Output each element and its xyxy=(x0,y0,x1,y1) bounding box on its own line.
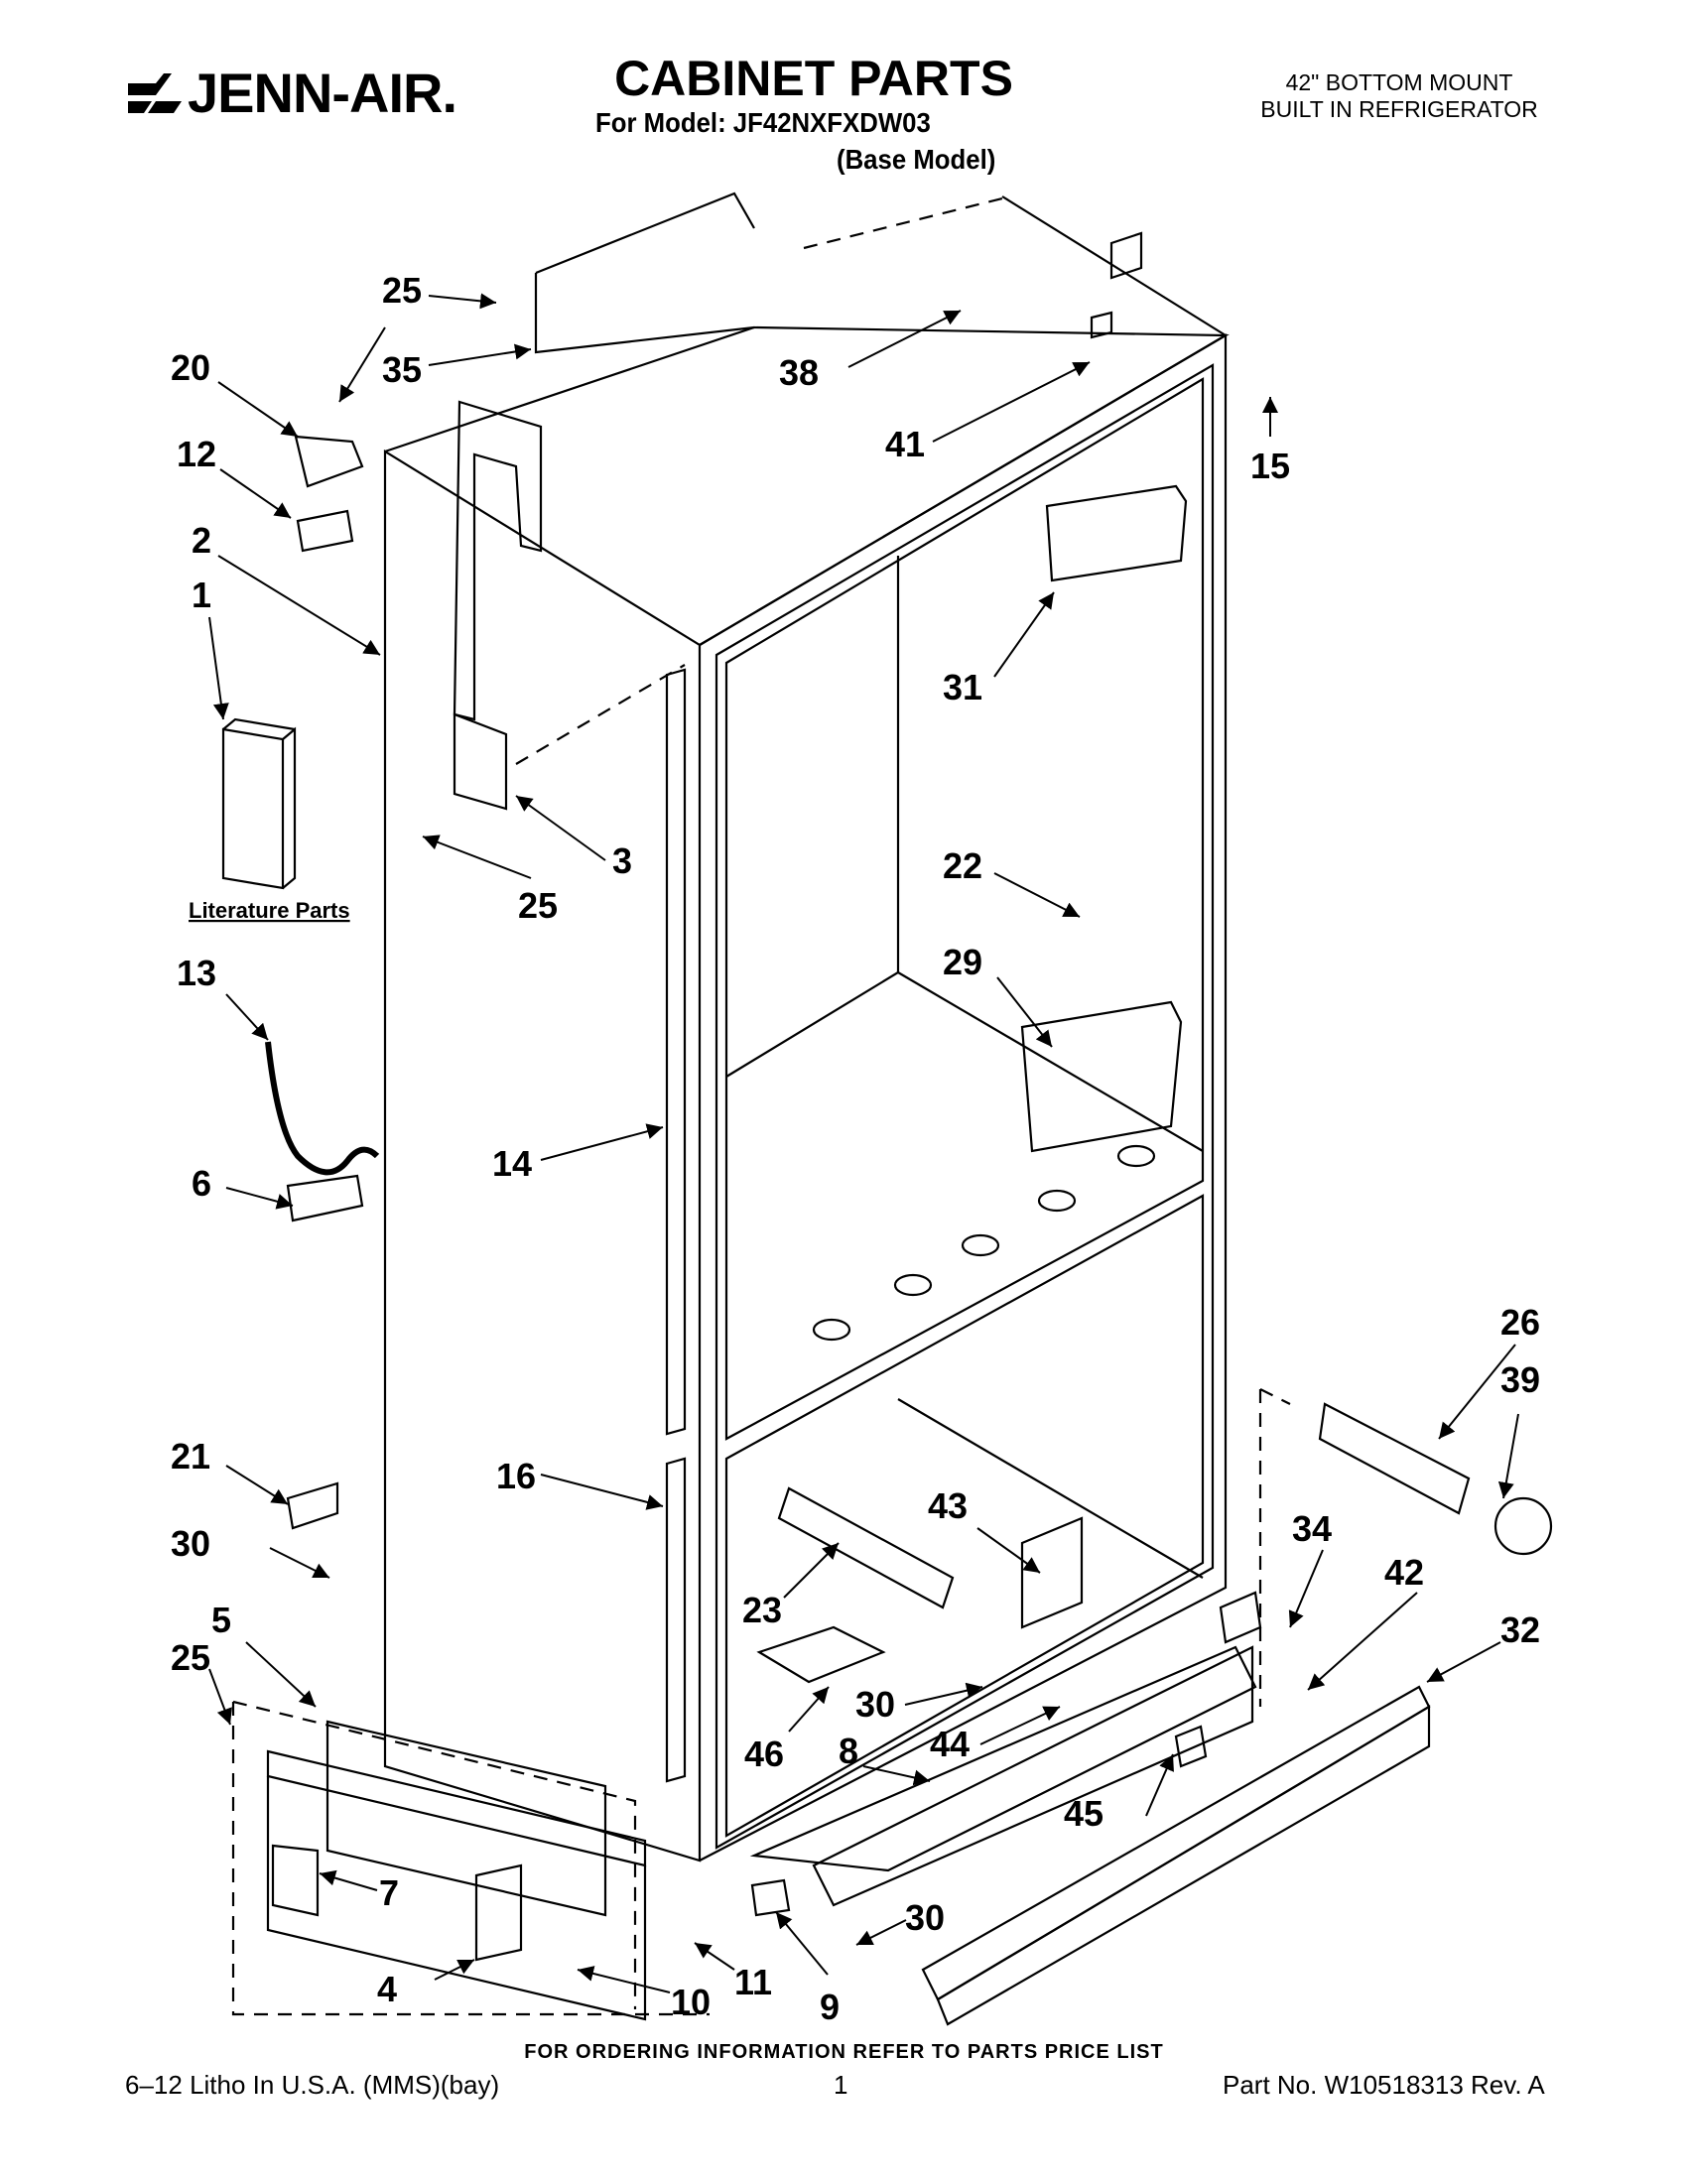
callout-31: 31 xyxy=(943,667,982,707)
callout-9: 9 xyxy=(820,1987,840,2027)
page-title: CABINET PARTS xyxy=(614,51,1013,106)
callout-5: 5 xyxy=(211,1600,231,1640)
callout-20: 20 xyxy=(171,347,210,388)
model-line: For Model: JF42NXFXDW03 xyxy=(595,107,931,138)
callout-29: 29 xyxy=(943,942,982,982)
brand-logo: JENN-AIR. xyxy=(126,58,463,127)
callout-15: 15 xyxy=(1250,446,1290,486)
footer-part-number: Part No. W10518313 Rev. A xyxy=(1223,2070,1545,2100)
description-line-2: BUILT IN REFRIGERATOR xyxy=(1260,96,1538,122)
callout-1: 1 xyxy=(192,575,211,615)
callout-25-mid: 25 xyxy=(518,885,558,926)
callout-6: 6 xyxy=(192,1163,211,1204)
callout-30-center: 30 xyxy=(855,1684,895,1725)
callout-30-bottom: 30 xyxy=(905,1897,945,1938)
callout-7: 7 xyxy=(379,1872,399,1913)
footer-litho: 6–12 Litho In U.S.A. (MMS)(bay) xyxy=(125,2070,500,2100)
callout-25-top: 25 xyxy=(382,270,422,311)
callout-38: 38 xyxy=(779,352,819,393)
brand-mark-icon xyxy=(128,73,182,113)
callout-25-bottom: 25 xyxy=(171,1637,210,1678)
callout-8: 8 xyxy=(839,1731,858,1771)
brand-name: JENN-AIR. xyxy=(188,62,457,124)
callout-46: 46 xyxy=(744,1734,784,1774)
callout-22: 22 xyxy=(943,845,982,886)
callout-10: 10 xyxy=(671,1982,711,2022)
callout-26: 26 xyxy=(1500,1302,1540,1343)
description-line-1: 42" BOTTOM MOUNT xyxy=(1285,69,1513,95)
callout-43: 43 xyxy=(928,1485,968,1526)
callout-45: 45 xyxy=(1064,1793,1104,1834)
callout-42: 42 xyxy=(1384,1552,1424,1593)
literature-parts-label: Literature Parts xyxy=(189,898,350,923)
callout-4: 4 xyxy=(377,1969,397,2009)
callout-12: 12 xyxy=(177,434,216,474)
callout-11: 11 xyxy=(734,1962,772,2002)
callout-35: 35 xyxy=(382,349,422,390)
callout-21: 21 xyxy=(171,1436,210,1477)
callout-34: 34 xyxy=(1292,1508,1332,1549)
callout-3: 3 xyxy=(612,840,632,881)
footer-page-number: 1 xyxy=(834,2070,848,2100)
callout-39: 39 xyxy=(1500,1359,1540,1400)
callout-13: 13 xyxy=(177,953,216,993)
callout-14: 14 xyxy=(492,1143,532,1184)
ordering-note: FOR ORDERING INFORMATION REFER TO PARTS … xyxy=(524,2041,1164,2063)
callout-32: 32 xyxy=(1500,1609,1540,1650)
cabinet-illustration xyxy=(221,192,1553,2026)
callout-2: 2 xyxy=(192,520,211,561)
callout-30-left: 30 xyxy=(171,1523,210,1564)
callout-labels: 25 35 20 12 2 1 3 25 13 6 14 21 30 5 25 … xyxy=(171,270,1540,2027)
leader-lines xyxy=(208,293,1519,1993)
product-description: 42" BOTTOM MOUNT BUILT IN REFRIGERATOR xyxy=(1201,69,1598,123)
callout-41: 41 xyxy=(885,424,925,464)
model-sub: (Base Model) xyxy=(837,144,996,175)
callout-16: 16 xyxy=(496,1456,536,1496)
callout-23: 23 xyxy=(742,1590,782,1630)
callout-44: 44 xyxy=(930,1724,970,1764)
